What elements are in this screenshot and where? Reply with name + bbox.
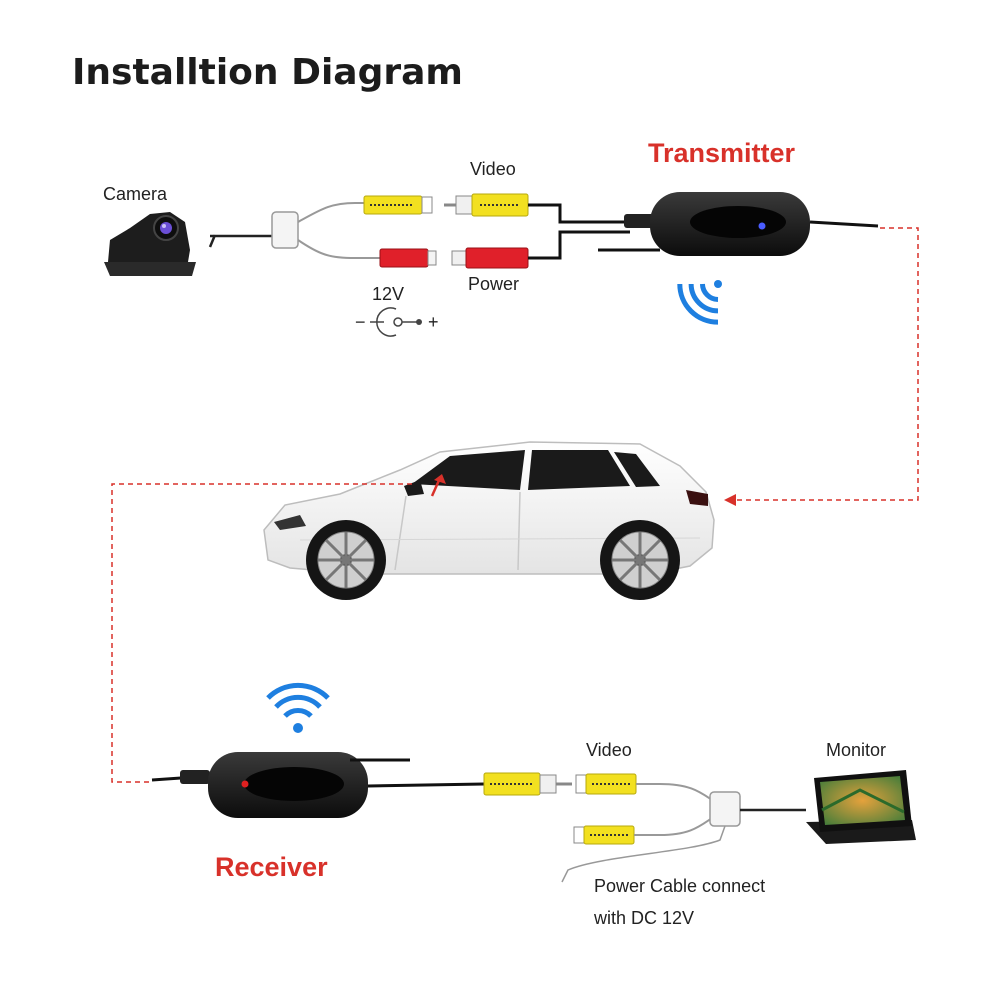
power-cable-note-line2: with DC 12V: [593, 908, 694, 928]
dc-polarity-icon: − +: [355, 307, 439, 337]
rear-wheel: [600, 520, 680, 600]
transmitter-device: [650, 192, 810, 256]
dc-male-connector-top: [451, 247, 529, 269]
wifi-signal-icon: [266, 682, 330, 733]
signal-path-right: [728, 227, 919, 501]
dc-female-connector-bottom: [573, 825, 635, 845]
receiver-label: Receiver: [215, 852, 328, 882]
rca-female-connector-top: [363, 195, 433, 215]
car-icon: [263, 441, 715, 600]
front-wheel: [306, 520, 386, 600]
rca-male-connector-top: [444, 193, 529, 217]
voltage-label: 12V: [372, 284, 404, 304]
transmitter-label: Transmitter: [648, 138, 796, 168]
page-title: Installtion Diagram: [72, 52, 463, 93]
power-label: Power: [468, 274, 519, 294]
cable-splitter: [271, 211, 299, 249]
monitor-label: Monitor: [826, 740, 886, 760]
power-cable-note-line1: Power Cable connect: [594, 876, 765, 896]
monitor-icon: [806, 770, 916, 844]
svg-text:−: −: [355, 312, 366, 332]
video-label-bottom: Video: [586, 740, 632, 760]
video-label-top: Video: [470, 159, 516, 179]
camera-label: Camera: [103, 184, 168, 204]
rca-female-connector-bottom: [575, 773, 637, 795]
dc-female-connector-top: [379, 248, 437, 268]
svg-text:+: +: [428, 312, 439, 332]
cable-splitter-bottom: [709, 791, 741, 827]
receiver-device: [208, 752, 368, 818]
wifi-signal-icon: [677, 280, 722, 325]
camera-icon: [104, 212, 196, 276]
rca-male-connector-bottom: [483, 772, 572, 796]
